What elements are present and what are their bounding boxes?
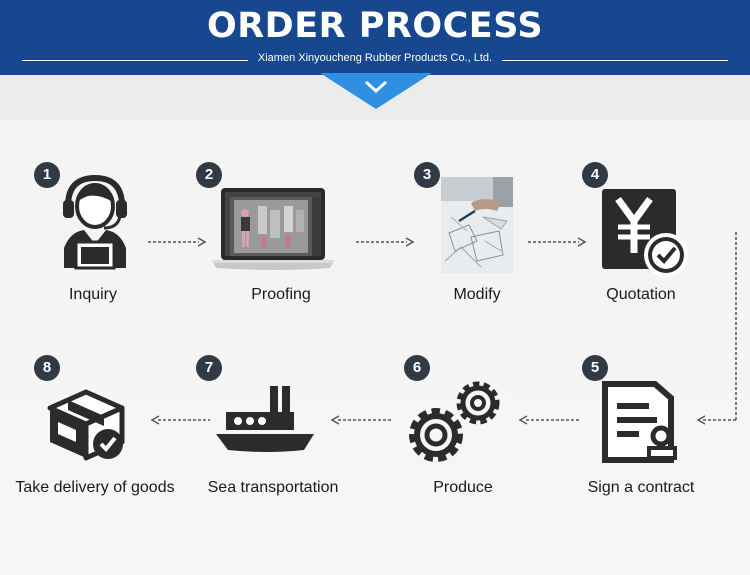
step-label-5: Sign a contract xyxy=(587,479,695,496)
contract-stamp-icon xyxy=(602,381,677,463)
step-number-7: 7 xyxy=(196,355,222,381)
step-number-1: 1 xyxy=(34,162,60,188)
arrow-left-icon xyxy=(150,415,210,425)
step-number-2: 2 xyxy=(196,162,222,188)
divider-left xyxy=(22,60,248,61)
chevron-down-icon xyxy=(320,73,432,109)
step-label-4: Quotation xyxy=(606,286,676,303)
arrow-right-icon xyxy=(148,237,207,247)
step-label-8: Take delivery of goods xyxy=(15,479,175,496)
ship-icon xyxy=(216,386,314,452)
package-check-icon xyxy=(47,389,125,461)
customer-service-icon xyxy=(63,174,127,270)
gears-icon xyxy=(409,381,500,462)
step-number-8: 8 xyxy=(34,355,60,381)
step-label-3: Modify xyxy=(453,286,501,303)
header-banner: ORDER PROCESS Xiamen Xinyoucheng Rubber … xyxy=(0,0,750,75)
step-number-4: 4 xyxy=(582,162,608,188)
arrow-down-left-connector xyxy=(696,232,737,425)
step-label-6: Produce xyxy=(433,479,493,496)
arrow-right-icon xyxy=(528,237,587,247)
step-number-6: 6 xyxy=(404,355,430,381)
arrow-left-icon xyxy=(518,415,580,425)
company-name: Xiamen Xinyoucheng Rubber Products Co., … xyxy=(0,52,750,64)
page-title: ORDER PROCESS xyxy=(206,6,544,46)
yen-check-icon xyxy=(602,189,688,277)
sketch-photo xyxy=(441,177,513,273)
step-number-5: 5 xyxy=(582,355,608,381)
step-label-1: Inquiry xyxy=(68,286,118,303)
step-number-3: 3 xyxy=(414,162,440,188)
step-label-7: Sea transportation xyxy=(207,479,339,496)
arrow-left-icon xyxy=(330,415,392,425)
divider-right xyxy=(502,60,728,61)
step-label-2: Proofing xyxy=(251,286,311,303)
arrow-right-icon xyxy=(356,237,415,247)
laptop-design-icon xyxy=(212,188,334,270)
